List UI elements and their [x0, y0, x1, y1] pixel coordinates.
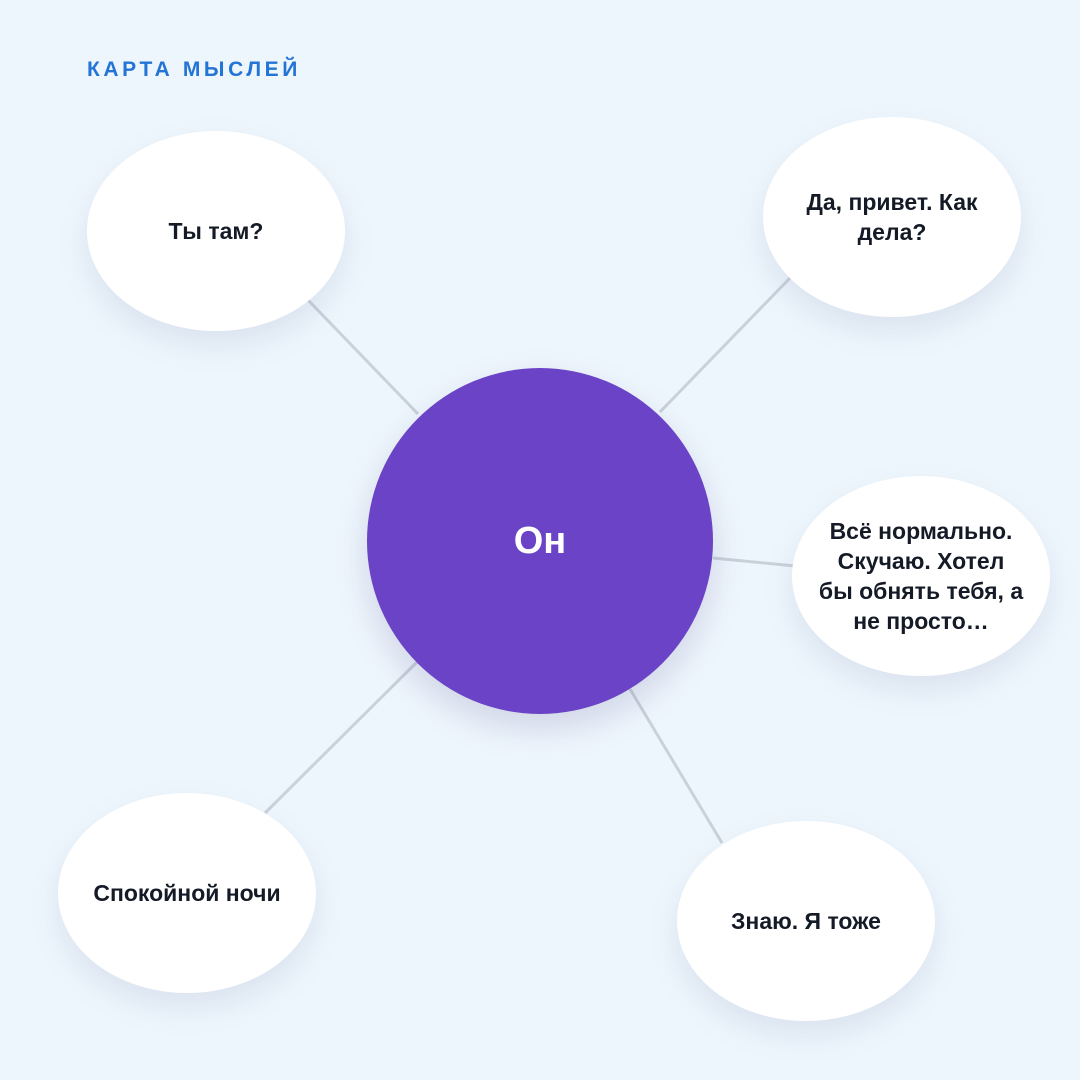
node-bubble[interactable]: Да, привет. Как дела?: [763, 117, 1021, 317]
section-label: КАРТА МЫСЛЕЙ: [87, 58, 301, 81]
node-bubble[interactable]: Спокойной ночи: [58, 793, 316, 993]
node-bubble[interactable]: Всё нормально. Скучаю. Хотел бы обнять т…: [792, 476, 1050, 676]
node-text: Знаю. Я тоже: [731, 908, 881, 934]
connector-line: [263, 660, 419, 815]
node-bubble[interactable]: Знаю. Я тоже: [677, 821, 935, 1021]
node-bubble[interactable]: Ты там?: [87, 131, 345, 331]
node-text: Всё нормально. Скучаю. Хотел бы обнять т…: [818, 518, 1024, 634]
central-node-label: Он: [513, 519, 567, 562]
node-text: Да, привет. Как дела?: [806, 189, 978, 245]
connector-line: [712, 556, 796, 568]
node-text: Спокойной ночи: [93, 880, 281, 906]
node-text: Ты там?: [168, 218, 264, 244]
connector-line: [658, 276, 792, 414]
central-node[interactable]: Он: [367, 368, 713, 714]
connector-line: [628, 688, 724, 844]
connector-line: [306, 298, 420, 416]
